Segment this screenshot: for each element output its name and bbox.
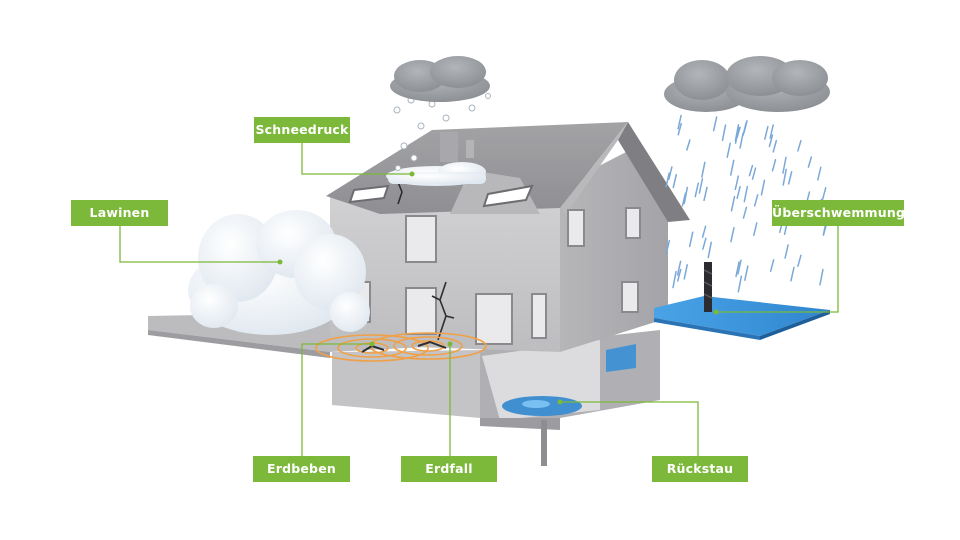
label-schneedruck: Schneedruck [254, 117, 350, 143]
raindrop [683, 186, 689, 205]
avalanche-snow [188, 210, 370, 335]
raindrop [807, 156, 813, 168]
raindrop [753, 194, 759, 207]
raindrop [683, 264, 688, 280]
raindrop [782, 156, 787, 174]
raindrop [764, 125, 769, 140]
raindrop [817, 166, 822, 181]
seismic-rings [315, 332, 487, 362]
raindrop [737, 275, 743, 293]
raindrop [698, 178, 704, 194]
raindrop [784, 244, 789, 259]
backflow-water [502, 344, 636, 416]
callout-dots [277, 171, 719, 405]
raindrop [769, 124, 774, 139]
raindrop [772, 139, 778, 153]
rain-cloud [664, 56, 830, 112]
snow-cloud [390, 56, 490, 102]
raindrop [665, 172, 670, 188]
label-ueberschwemmung: Überschwemmung [772, 200, 905, 226]
raindrop [734, 175, 740, 191]
raindrop [743, 185, 749, 203]
callout-lines [119, 143, 839, 456]
raindrop [665, 239, 671, 255]
raindrop [707, 241, 713, 259]
raindrop [672, 270, 677, 289]
raindrop [742, 206, 748, 219]
raindrop [748, 164, 754, 177]
raindrop [677, 122, 683, 136]
raindrop [712, 116, 718, 132]
raindrop [730, 195, 736, 212]
raindrop [760, 179, 766, 196]
raindrop [676, 268, 682, 282]
raindrop [702, 237, 707, 250]
raindrop [768, 134, 774, 148]
drain-pipe [541, 420, 547, 466]
raindrop [730, 227, 735, 243]
label-erdbeben: Erdbeben [253, 456, 350, 482]
raindrop [737, 259, 742, 275]
raindrop [694, 182, 700, 198]
raindrop [739, 132, 744, 149]
raindrop [668, 166, 673, 180]
raindrop [676, 260, 682, 276]
raindrop [677, 114, 682, 130]
label-rueckstau: Rückstau [652, 456, 748, 482]
label-erdfall: Erdfall [401, 456, 497, 482]
raindrop [753, 222, 758, 236]
raindrop [787, 171, 793, 185]
raindrop [703, 186, 708, 202]
label-lawinen: Lawinen [71, 200, 168, 226]
raindrop [729, 159, 735, 176]
raindrop [672, 173, 678, 189]
raindrop [819, 268, 824, 286]
raindrop [797, 254, 802, 267]
house-side-wall [560, 150, 668, 352]
raindrop [688, 231, 694, 248]
raindrop [701, 161, 706, 178]
raindrop [686, 139, 691, 151]
raindrop [736, 185, 741, 200]
raindrop [681, 192, 687, 207]
raindrop [769, 259, 775, 272]
wall-cracks [397, 181, 455, 341]
raindrop [701, 225, 707, 238]
raindrop [821, 187, 827, 200]
raindrop [790, 266, 795, 282]
raindrop [721, 124, 727, 142]
raindrop [751, 167, 757, 180]
raindrop [735, 261, 740, 278]
flood-water [654, 262, 830, 340]
raindrop [782, 168, 787, 186]
raindrop [744, 265, 749, 281]
raindrop [726, 142, 731, 158]
raindrop [771, 158, 777, 172]
raindrop [734, 124, 740, 142]
raindrop [797, 139, 802, 152]
raindrop [742, 122, 747, 136]
